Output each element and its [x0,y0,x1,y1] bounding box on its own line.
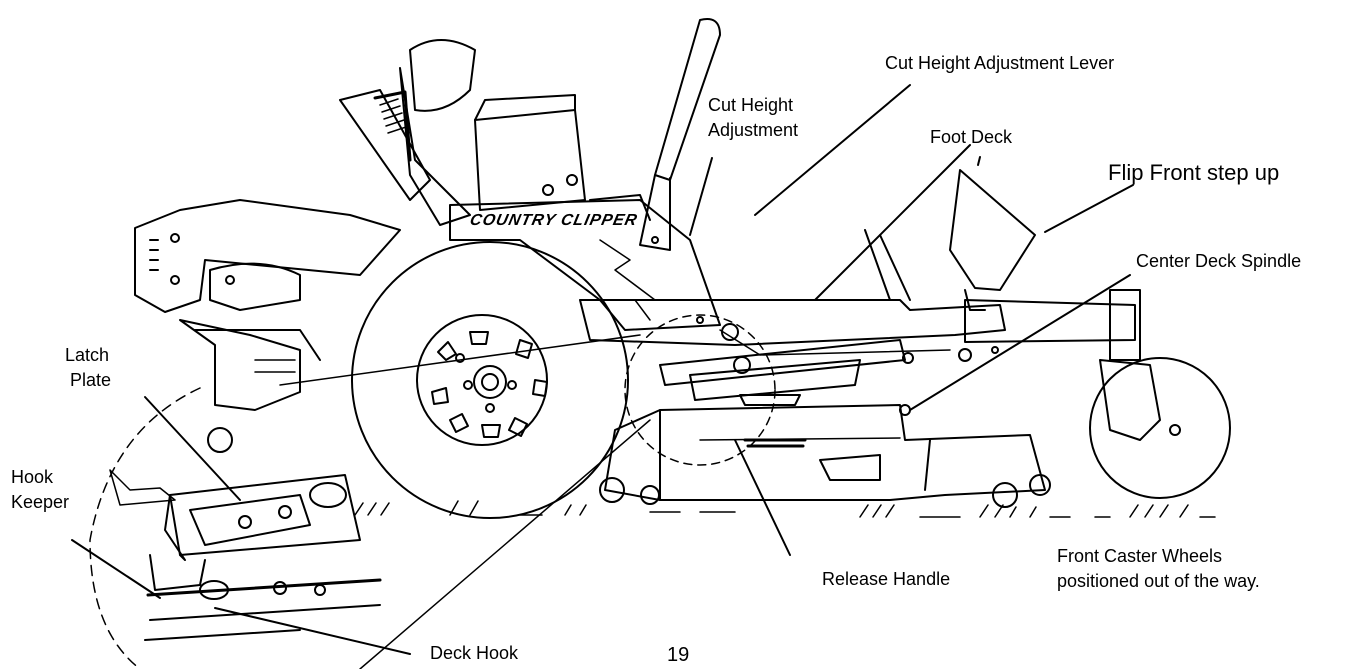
label-cut-height-adjustment-lever: Cut Height Adjustment Lever [885,53,1115,73]
leader-deck-hook [214,607,411,655]
ground-hatching [354,500,1216,518]
label-release-handle: Release Handle [822,569,951,589]
label-cut-height-adjustment-line2: Adjustment [708,120,799,140]
leader-cut-height-lever [754,84,911,216]
label-hook-keeper-line2: Keeper [11,492,70,512]
page-number: 19 [667,644,690,666]
leader-flip-front-step [1044,184,1134,233]
label-foot-deck: Foot Deck [930,127,1013,147]
rear-wheel [351,241,629,519]
mower-deck [599,394,1051,508]
leader-release-handle [734,439,791,556]
leader-center-deck-spindle [909,274,1131,411]
callout-lines [71,84,1134,655]
detail-inset [89,334,651,669]
brand-logo: COUNTRY CLIPPER [468,212,640,229]
label-front-caster-line1: Front Caster Wheels [1057,546,1223,566]
seat [339,39,476,226]
front-caster [964,289,1231,499]
label-cut-height-adjustment-line1: Cut Height [708,95,794,115]
leader-foot-deck [814,144,971,301]
label-hook-keeper-line1: Hook [11,467,54,487]
wheel-outline-dashed [624,314,776,466]
label-latch-plate-line1: Latch [65,345,110,365]
leader-latch-plate [144,396,241,501]
label-front-caster-line2: positioned out of the way. [1057,571,1260,591]
label-center-deck-spindle: Center Deck Spindle [1136,251,1302,271]
label-deck-hook: Deck Hook [430,643,519,663]
label-flip-front-step-up: Flip Front step up [1108,160,1280,185]
rear-engine-body [134,199,401,411]
side-panel [449,199,721,331]
deck-linkage [659,323,972,401]
foot-deck [949,156,1036,311]
control-tower [474,18,721,251]
leader-hook-keeper [71,539,161,599]
label-latch-plate-line2: Plate [70,370,112,390]
leader-cut-height-adjustment [689,157,713,236]
